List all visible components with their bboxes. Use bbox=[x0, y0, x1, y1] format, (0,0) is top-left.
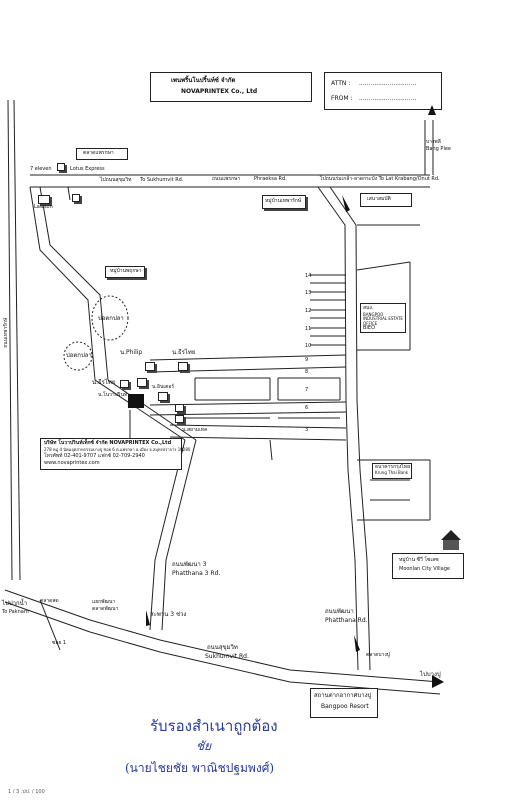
row-13-label: 13 bbox=[305, 290, 312, 296]
bangpoo-resort-box: สถานตากอากาศบางปู Bangpoo Resort bbox=[310, 688, 378, 718]
to-lat-krabang-label: ไปถนนร่มเกล้า-ลาดกระบัง To Lat Krabang/O… bbox=[320, 176, 440, 182]
company-info-box: บริษัท โนวาปรินท์เท็กซ์ จำกัด NOVAPRINTE… bbox=[40, 438, 190, 470]
phraeksa-village-building: หมู่บ้านพฤกษา bbox=[105, 266, 145, 278]
building-near-target-a bbox=[120, 380, 129, 388]
building-near-target-b bbox=[137, 378, 147, 387]
theparak-left-vertical-label: ถนนเทพารักษ์ bbox=[3, 317, 10, 348]
inter-building bbox=[158, 392, 168, 401]
phraeksa-road-english: Phraeksa Rd. bbox=[254, 176, 287, 182]
lawson-building bbox=[38, 195, 50, 204]
to-sukhumvit-thai: ไปถนนสุขุมวิท bbox=[100, 177, 132, 183]
thaiyo-2-label: น.ธีรไทย bbox=[92, 379, 116, 386]
sukhumvit-road-bottom-thai: ถนนสุขุมวิท bbox=[207, 644, 238, 651]
phatthana3-road-thai: ถนนพัฒนา 3 bbox=[172, 561, 207, 568]
philip-label: น.Philip bbox=[120, 349, 143, 356]
to-paknam-thai: ไปปากน้ำ bbox=[2, 600, 28, 607]
bridge-label: สะพาน 3 ช่วง bbox=[150, 611, 187, 618]
from-dots: .............................. bbox=[359, 95, 417, 102]
building-center-c bbox=[175, 404, 184, 412]
attn-dots: .............................. bbox=[359, 80, 417, 87]
to-bang-pu-label: ไปบางปู bbox=[420, 671, 441, 678]
thaiyo-building bbox=[178, 362, 188, 371]
street-8-label: 8 bbox=[305, 369, 309, 375]
talat-phraeksa-label: ตลาดแพรกษา bbox=[76, 148, 128, 160]
siam-tech-label: น.สยามเทค bbox=[182, 427, 208, 433]
theparak-village-building: หมู่บ้านเทพารักษ์ bbox=[262, 195, 306, 209]
phatthana-market-label: ตลาดพัฒนา bbox=[92, 606, 119, 612]
signer-name-text: (นายไชยชัย พาณิชปฐมพงศ์) bbox=[125, 761, 274, 775]
certified-true-copy-text: รับรองสำเนาถูกต้อง bbox=[150, 717, 278, 735]
company-name-thai: เพนพริ้นโนปริ้นท์ซ์ จำกัด bbox=[171, 77, 236, 84]
fax-attn-box: ATTN : .............................. FR… bbox=[324, 72, 442, 110]
sukhumvit-road-bottom-english: Sukhumvit Rd. bbox=[205, 653, 249, 660]
info-line-4: www.novaprintex.com bbox=[44, 460, 100, 466]
street-6-label: 6 bbox=[305, 405, 309, 411]
building-center-d bbox=[175, 415, 184, 423]
sena-building: เสนาสมบัติ bbox=[360, 193, 412, 207]
roundabout-large-label: บ่อตกปลา bbox=[98, 315, 124, 322]
attn-label: ATTN : bbox=[331, 80, 351, 87]
krung-thai-bank-box: ธนาคารกรุงไทย Krung Thai Bank bbox=[372, 463, 412, 479]
company-header-box: เพนพริ้นโนปริ้นท์ซ์ จำกัด NOVAPRINTEX Co… bbox=[150, 72, 312, 102]
to-paknam-english: To Paknam bbox=[2, 609, 29, 615]
street-3-label: 3 bbox=[305, 427, 309, 433]
bang-plee-sign-thai: บางพลี bbox=[426, 139, 441, 145]
intersection-label: แยกพัฒนา bbox=[92, 599, 116, 605]
phatthana-road-thai: ถนนพัฒนา bbox=[325, 608, 354, 615]
novaprint-nearby-label: น.โนวาปรินท์ bbox=[98, 392, 128, 398]
phatthana3-road-english: Phatthana 3 Rd. bbox=[172, 570, 221, 577]
bang-poo-market-label: ตลาดบางปู bbox=[366, 652, 390, 658]
company-name-english: NOVAPRINTEX Co., Ltd bbox=[181, 88, 258, 95]
from-label: FROM : bbox=[331, 95, 353, 102]
moonlan-city-village-box: หมู่บ้าน ซีวี โซเลซ Moonlan City Village bbox=[392, 553, 464, 579]
left-market-label: ตลาดสด bbox=[40, 598, 59, 604]
seven-eleven-building bbox=[57, 163, 65, 171]
row-10-label: 10 bbox=[305, 343, 312, 349]
signature: ชัย bbox=[196, 739, 212, 753]
street-7-label: 7 bbox=[305, 387, 309, 393]
thaiyo-label: น.ธีรไทย bbox=[172, 349, 196, 356]
info-line-2: 278 หมู่ 4 นิคมอุตสาหกรรมบางปู ซอย 6 ต.แ… bbox=[44, 447, 191, 452]
phraeksa-road-thai: ถนนแพรกษา bbox=[212, 176, 241, 182]
street-9-label: 9 bbox=[305, 357, 309, 363]
footer-note: 1 / 3 .ปป. / 100 bbox=[8, 789, 45, 795]
lotus-express-label: Lotus Express bbox=[70, 166, 105, 172]
row-11-label: 11 bbox=[305, 326, 312, 332]
phatthana-road-english: Phatthana Rd. bbox=[325, 617, 368, 624]
row-14-label: 14 bbox=[305, 273, 312, 279]
lawson-label: Lawson bbox=[34, 204, 53, 210]
estate-office-box: สนง. BANGPOO INDUSTRIAL ESTATE OFFICE BI… bbox=[360, 303, 406, 333]
philip-building bbox=[145, 362, 155, 371]
seven-eleven-label: 7 eleven bbox=[30, 166, 52, 172]
roundabout-small-label: บ่อตกปลา bbox=[66, 352, 92, 359]
to-sukhumvit-english: To Sukhumvit Rd. bbox=[140, 177, 184, 183]
info-line-3: โทรศัพท์ 02-401-9707 แฟกซ์ 02-709-2940 bbox=[44, 453, 145, 459]
inter-nearby-label: น.อินเตอร์ bbox=[152, 384, 175, 390]
small-building-a bbox=[72, 194, 80, 202]
row-12-label: 12 bbox=[305, 308, 312, 314]
bang-plee-sign-english: Bang Plee bbox=[426, 146, 451, 152]
info-line-1: บริษัท โนวาปรินท์เท็กซ์ จำกัด NOVAPRINTE… bbox=[44, 440, 172, 446]
left-soi-label: ซอย 1 bbox=[52, 640, 67, 646]
